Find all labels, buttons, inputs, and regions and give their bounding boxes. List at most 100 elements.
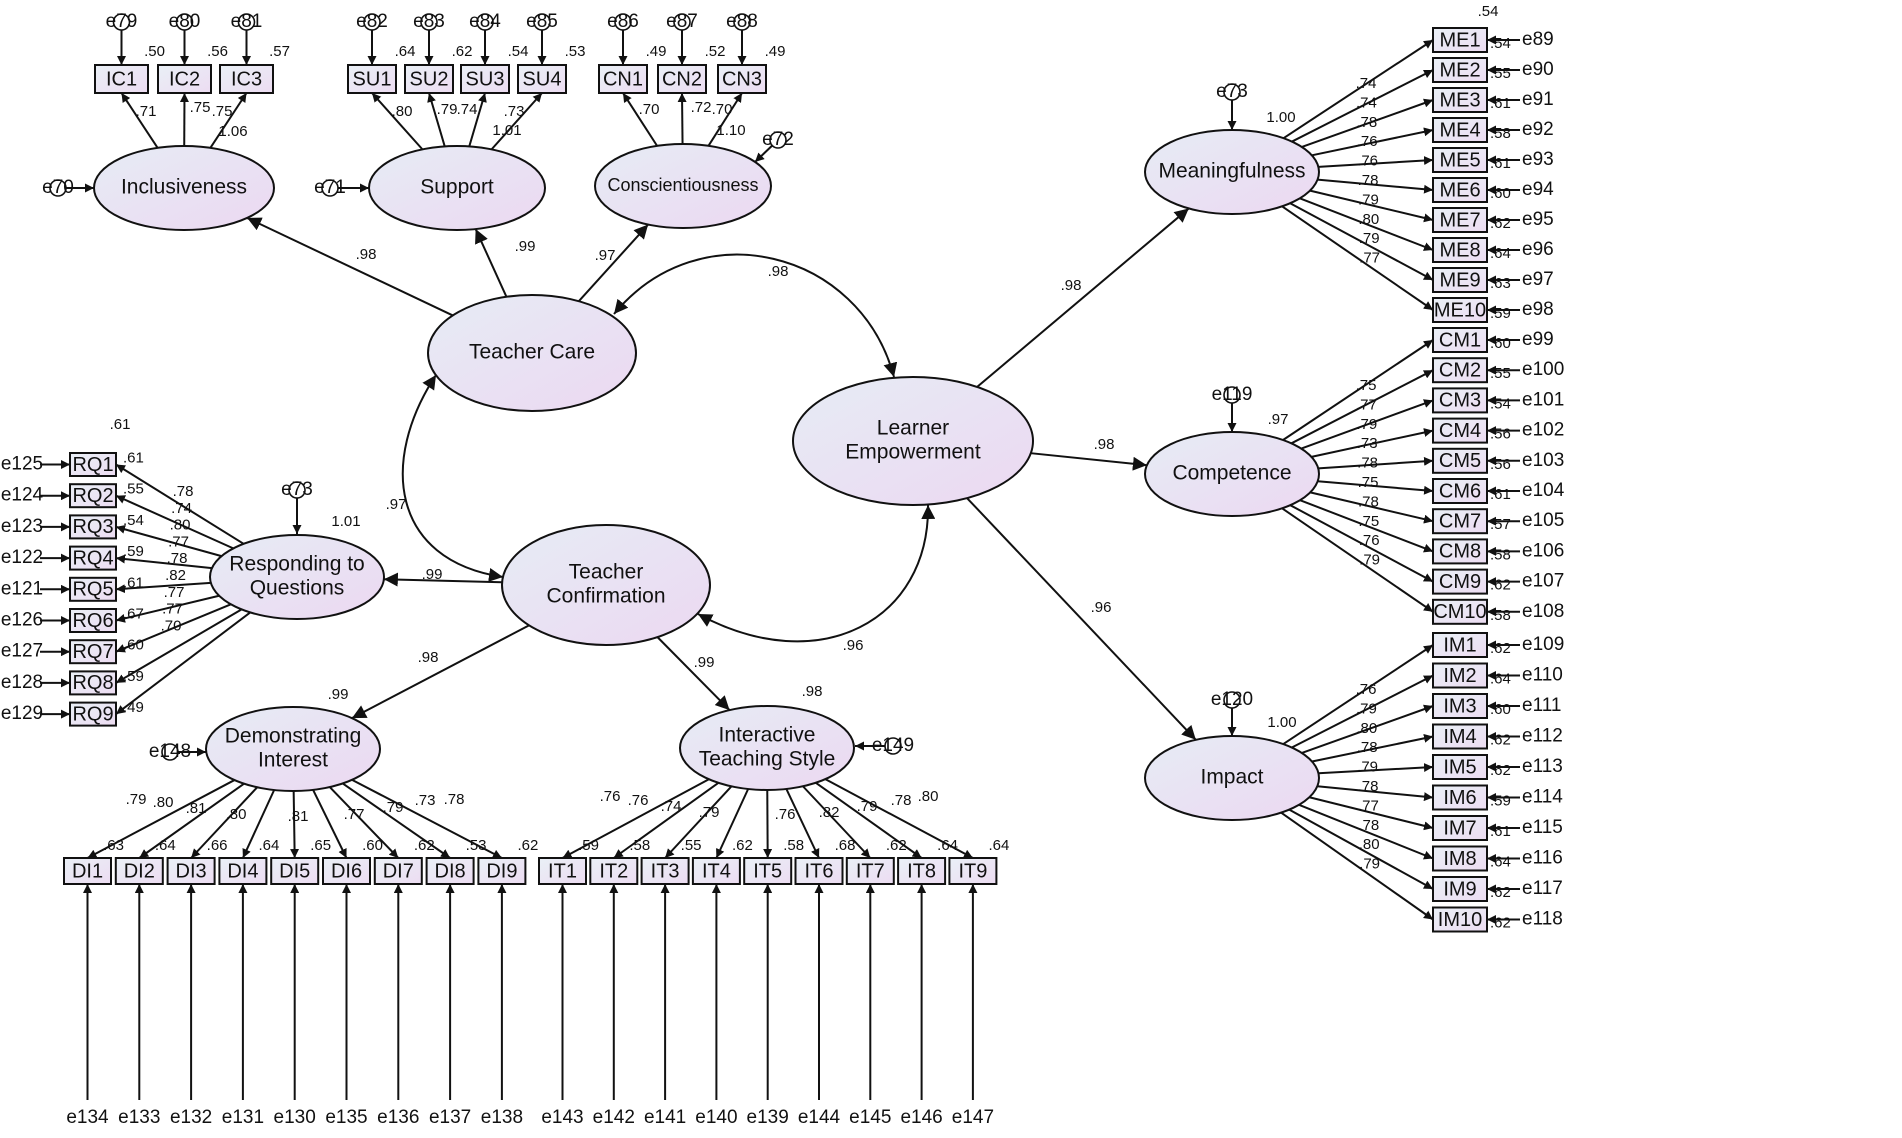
error-cm-10: e108 xyxy=(1522,601,1564,622)
loading-im-6 xyxy=(1317,785,1434,802)
error-cn-2-circle xyxy=(673,13,691,31)
r2-rq-6: .67 xyxy=(123,605,144,622)
loading-di-6 xyxy=(312,789,348,859)
indicator-di1-label: DI1 xyxy=(72,860,103,882)
indicator-ic2-label: IC2 xyxy=(169,68,200,90)
error-cm-2: e100 xyxy=(1522,359,1564,380)
indicator-rq8 xyxy=(69,670,117,696)
indicator-me8-label: ME8 xyxy=(1439,239,1480,261)
indicator-di4 xyxy=(218,857,268,885)
latent-competence xyxy=(1144,431,1320,517)
coef-tconf-demonstrating: .98 xyxy=(418,649,439,666)
loading-label-rq-3: .80 xyxy=(170,517,191,534)
loading-label-rq-6: .82 xyxy=(165,567,186,584)
loading-cm-9 xyxy=(1289,504,1434,583)
error-su-3-circle xyxy=(476,13,494,31)
indicator-rq9 xyxy=(69,701,117,727)
indicator-it8-label: IT8 xyxy=(907,860,936,882)
r2-cn-1: .49 xyxy=(646,43,667,60)
error-di-2: e133 xyxy=(118,1107,160,1128)
latent-inclusiveness-label: Inclusiveness xyxy=(121,176,247,199)
indicator-cm2-label: CM2 xyxy=(1439,359,1481,381)
indicator-it6-label: IT6 xyxy=(805,860,834,882)
loading-label-di-3: .81 xyxy=(186,800,207,817)
r2-su-1: .64 xyxy=(395,43,416,60)
r2-me-5: .61 xyxy=(1490,155,1511,172)
indicator-it5 xyxy=(743,857,793,885)
loading-label-me-3: .78 xyxy=(1356,114,1377,131)
loading-label-cm-8: .75 xyxy=(1358,513,1379,530)
r2-me-7: .62 xyxy=(1490,215,1511,232)
indicator-it8 xyxy=(897,857,947,885)
loading-di-5 xyxy=(290,790,300,859)
loading-me-10 xyxy=(1281,205,1434,311)
indicator-me4 xyxy=(1432,117,1488,143)
error-me-9: e97 xyxy=(1522,269,1554,290)
r2-im-1: .62 xyxy=(1490,640,1511,657)
indicator-im4 xyxy=(1432,723,1488,750)
r2-di-4: .64 xyxy=(258,837,279,854)
indicator-cm3-label: CM3 xyxy=(1439,390,1481,412)
r2-ic-3: .57 xyxy=(269,43,290,60)
path-le-meaningfulness xyxy=(976,207,1190,388)
latent-interactive-teaching-style-label: Teaching Style xyxy=(699,748,836,771)
loading-cm-1 xyxy=(1282,339,1434,441)
indicator-di8 xyxy=(425,857,475,885)
r2-im-6: .59 xyxy=(1490,792,1511,809)
loading-label-cm-10: .79 xyxy=(1359,552,1380,569)
err-competence: e119 xyxy=(1212,384,1253,405)
extra-cn: 1.10 xyxy=(716,122,745,139)
latent-meaningfulness xyxy=(1144,129,1320,215)
loading-label-me-2: .74 xyxy=(1356,94,1377,111)
error-di-4: e131 xyxy=(222,1107,264,1128)
loading-label-rq-8: .77 xyxy=(162,601,183,618)
error-ic-3-circle xyxy=(237,13,256,31)
indicator-su4-label: SU4 xyxy=(523,68,562,90)
error-it-6: e144 xyxy=(798,1107,841,1128)
indicator-im7-label: IM7 xyxy=(1443,817,1476,839)
latent-demonstrating-interest-label: Demonstrating xyxy=(225,725,362,748)
error-rq-1: e125 xyxy=(1,454,43,475)
indicator-cm4-label: CM4 xyxy=(1439,420,1481,442)
indicator-it6 xyxy=(794,857,844,885)
latent-conscientiousness xyxy=(594,143,772,229)
err-inclusiveness-circle xyxy=(49,179,67,197)
path-tconf-demonstrating xyxy=(351,624,530,719)
indicator-cm8 xyxy=(1432,538,1488,565)
indicator-ic1 xyxy=(94,64,149,94)
error-im-7: e115 xyxy=(1522,817,1563,838)
latent-learner-empowerment-label: Empowerment xyxy=(845,441,981,464)
latent-impact-label: Impact xyxy=(1200,766,1263,789)
loading-label-cm-5: .78 xyxy=(1357,455,1378,472)
err-demonstrating: e148 xyxy=(149,741,191,762)
indicator-rq4 xyxy=(69,545,117,571)
loading-label-me-1: .74 xyxy=(1356,75,1377,92)
error-it-9: e147 xyxy=(952,1107,994,1128)
indicator-im2 xyxy=(1432,662,1488,689)
indicator-me9 xyxy=(1432,267,1488,293)
error-im-8: e116 xyxy=(1522,848,1563,869)
indicator-rq3-label: RQ3 xyxy=(72,516,113,538)
error-cm-6: e104 xyxy=(1522,480,1565,501)
r2-me-3: .61 xyxy=(1490,95,1511,112)
indicator-me7-label: ME7 xyxy=(1439,209,1480,231)
indicator-cm3 xyxy=(1432,387,1488,414)
r2-cm-1: .60 xyxy=(1490,335,1511,352)
error-su-1-circle xyxy=(363,13,381,31)
error-rq-9: e129 xyxy=(1,703,43,724)
loading-label-di-5: .81 xyxy=(288,808,309,825)
loading-label-cm-1: .75 xyxy=(1356,377,1377,394)
r2-it-8: .64 xyxy=(937,837,958,854)
indicator-di4-label: DI4 xyxy=(227,860,258,882)
path-tc-conscientiousness xyxy=(578,223,649,302)
indicator-cm5 xyxy=(1432,447,1488,474)
r2-im-3: .60 xyxy=(1490,701,1511,718)
loading-label-cn-2: .72 xyxy=(691,99,712,116)
indicator-im7 xyxy=(1432,815,1488,841)
loading-me-1 xyxy=(1282,39,1434,139)
r2-rq-7: .60 xyxy=(123,637,144,654)
loading-cm-3 xyxy=(1300,399,1434,450)
loading-rq-2 xyxy=(115,494,234,550)
loading-di-9 xyxy=(351,778,503,859)
coef-le-impact: .96 xyxy=(1091,599,1112,616)
